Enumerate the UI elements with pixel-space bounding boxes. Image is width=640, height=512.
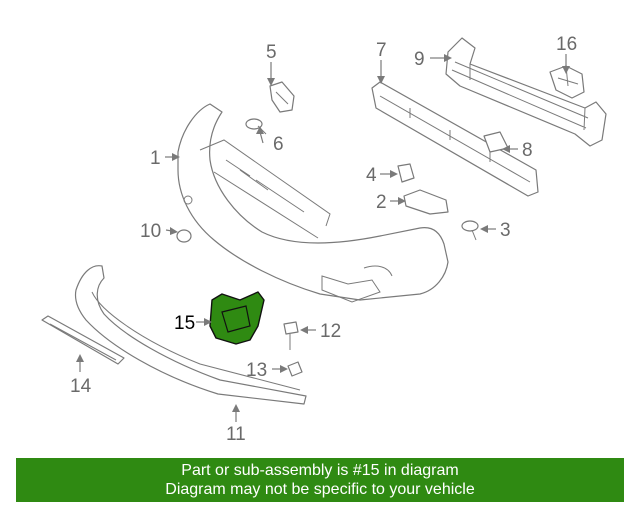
part-6-screw [245, 118, 267, 135]
callout-8: 8 [522, 140, 533, 161]
callout-12: 12 [320, 321, 341, 342]
part-11-lower-spoiler [74, 265, 307, 405]
part-14-plate [41, 315, 125, 365]
info-banner: Part or sub-assembly is #15 in diagram D… [16, 458, 624, 502]
part-2-bracket [403, 189, 449, 215]
callout-15: 15 [174, 313, 195, 334]
leader-lines [76, 54, 570, 422]
callout-10: 10 [140, 221, 161, 242]
callout-3: 3 [500, 220, 511, 241]
callout-13: 13 [246, 360, 267, 381]
callout-14: 14 [70, 376, 92, 397]
banner-line-2: Diagram may not be specific to your vehi… [165, 481, 475, 498]
part-12-bolt [283, 321, 299, 350]
callout-1: 1 [150, 148, 161, 169]
parts-diagram: 1 2 3 4 5 6 7 8 9 10 11 12 13 14 15 16 [41, 34, 607, 445]
part-15-fog-lamp-bezel[interactable] [209, 291, 265, 345]
part-5-bracket [269, 81, 295, 113]
callout-6: 6 [273, 134, 284, 155]
callout-2: 2 [376, 192, 387, 213]
callout-5: 5 [266, 42, 277, 63]
part-1-bumper-cover [177, 103, 449, 303]
callout-16: 16 [556, 34, 577, 55]
callout-11: 11 [226, 424, 246, 445]
part-13-nut [287, 361, 303, 377]
callout-labels: 1 2 3 4 5 6 7 8 9 10 11 12 13 14 15 16 [70, 34, 577, 445]
part-9-reinforcement-beam [445, 37, 607, 147]
callout-4: 4 [366, 165, 377, 186]
callout-7: 7 [376, 40, 387, 61]
part-4-clip [397, 163, 415, 183]
callout-9: 9 [414, 49, 425, 70]
banner-line-1: Part or sub-assembly is #15 in diagram [181, 462, 459, 479]
part-3-screw [461, 220, 479, 241]
part-10-grommet [176, 229, 192, 243]
